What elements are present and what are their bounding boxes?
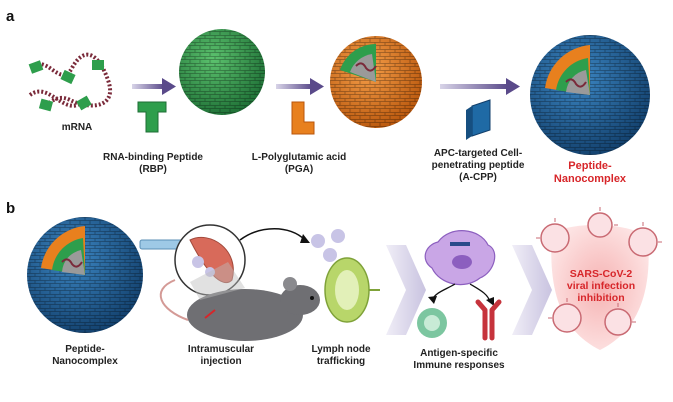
injection-label: Intramuscular injection bbox=[176, 344, 266, 368]
lymph-node-illustration bbox=[311, 229, 380, 323]
mrna-label: mRNA bbox=[61, 122, 93, 133]
pga-block-icon bbox=[291, 101, 315, 135]
nanocomplex-b-label-line2: Nanocomplex bbox=[52, 356, 118, 367]
immune-label-line2: Immune responses bbox=[413, 360, 505, 371]
virus-label-line2: viral infection bbox=[566, 280, 636, 292]
immune-label: Antigen-specific Immune responses bbox=[404, 348, 514, 372]
rbp-label-line2: (RBP) bbox=[139, 164, 167, 175]
acpp-label-line2: penetrating peptide bbox=[431, 160, 525, 171]
t-cell-icon bbox=[417, 308, 447, 338]
process-arrow-3 bbox=[440, 78, 520, 95]
pga-coated-complex bbox=[330, 36, 422, 128]
immune-arrow-right bbox=[469, 283, 491, 303]
peptide-nanocomplex-a bbox=[530, 35, 650, 155]
trafficking-arrow bbox=[239, 228, 306, 241]
muscle-magnification bbox=[174, 224, 246, 296]
virus-label-line3: inhibition bbox=[577, 292, 625, 304]
virus-inhibition-label: SARS-CoV-2 viral infection inhibition bbox=[556, 268, 646, 304]
lymph-label-line1: Lymph node bbox=[311, 344, 371, 355]
injection-label-line1: Intramuscular bbox=[187, 344, 255, 355]
peptide-nanocomplex-b bbox=[27, 217, 143, 333]
nanocomplex-a-label: Peptide- Nanocomplex bbox=[540, 160, 640, 186]
process-arrow-1 bbox=[132, 78, 176, 95]
immune-label-line1: Antigen-specific bbox=[420, 348, 498, 359]
rbp-block-icon bbox=[137, 101, 167, 133]
virus-particles bbox=[536, 207, 662, 336]
pga-label: L-Polyglutamic acid (PGA) bbox=[244, 152, 354, 176]
rbp-mrna-complex bbox=[179, 29, 265, 115]
panel-a-letter: a bbox=[6, 8, 15, 25]
lymph-label-line2: trafficking bbox=[316, 356, 366, 367]
nanocomplex-b-label: Peptide- Nanocomplex bbox=[40, 344, 130, 368]
mouse-illustration bbox=[159, 262, 320, 341]
lymph-label: Lymph node trafficking bbox=[296, 344, 386, 368]
rbp-label: RNA-binding Peptide (RBP) bbox=[98, 152, 208, 176]
acpp-label-line1: APC-targeted Cell- bbox=[433, 148, 523, 159]
antibody-icon bbox=[475, 299, 502, 341]
acpp-label: APC-targeted Cell- penetrating peptide (… bbox=[418, 148, 538, 184]
nanocomplex-a-label-line1: Peptide- bbox=[568, 160, 612, 172]
process-arrow-2 bbox=[276, 78, 324, 95]
nanocomplex-a-label-line2: Nanocomplex bbox=[553, 173, 627, 185]
rbp-label-line1: RNA-binding Peptide bbox=[103, 152, 203, 163]
panel-b-letter: b bbox=[6, 200, 16, 217]
mrna-illustration bbox=[28, 52, 112, 112]
chevron-1 bbox=[386, 245, 426, 335]
apc-cell-illustration bbox=[424, 230, 496, 286]
acpp-block-icon bbox=[466, 99, 491, 140]
acpp-label-line3: (A-CPP) bbox=[459, 172, 497, 183]
virus-label-line1: SARS-CoV-2 bbox=[569, 268, 633, 280]
injection-label-line2: injection bbox=[200, 356, 242, 367]
pga-label-line1: L-Polyglutamic acid bbox=[251, 152, 347, 163]
nanocomplex-b-label-line1: Peptide- bbox=[65, 344, 105, 355]
chevron-2 bbox=[512, 245, 552, 335]
pga-label-line2: (PGA) bbox=[284, 164, 314, 175]
